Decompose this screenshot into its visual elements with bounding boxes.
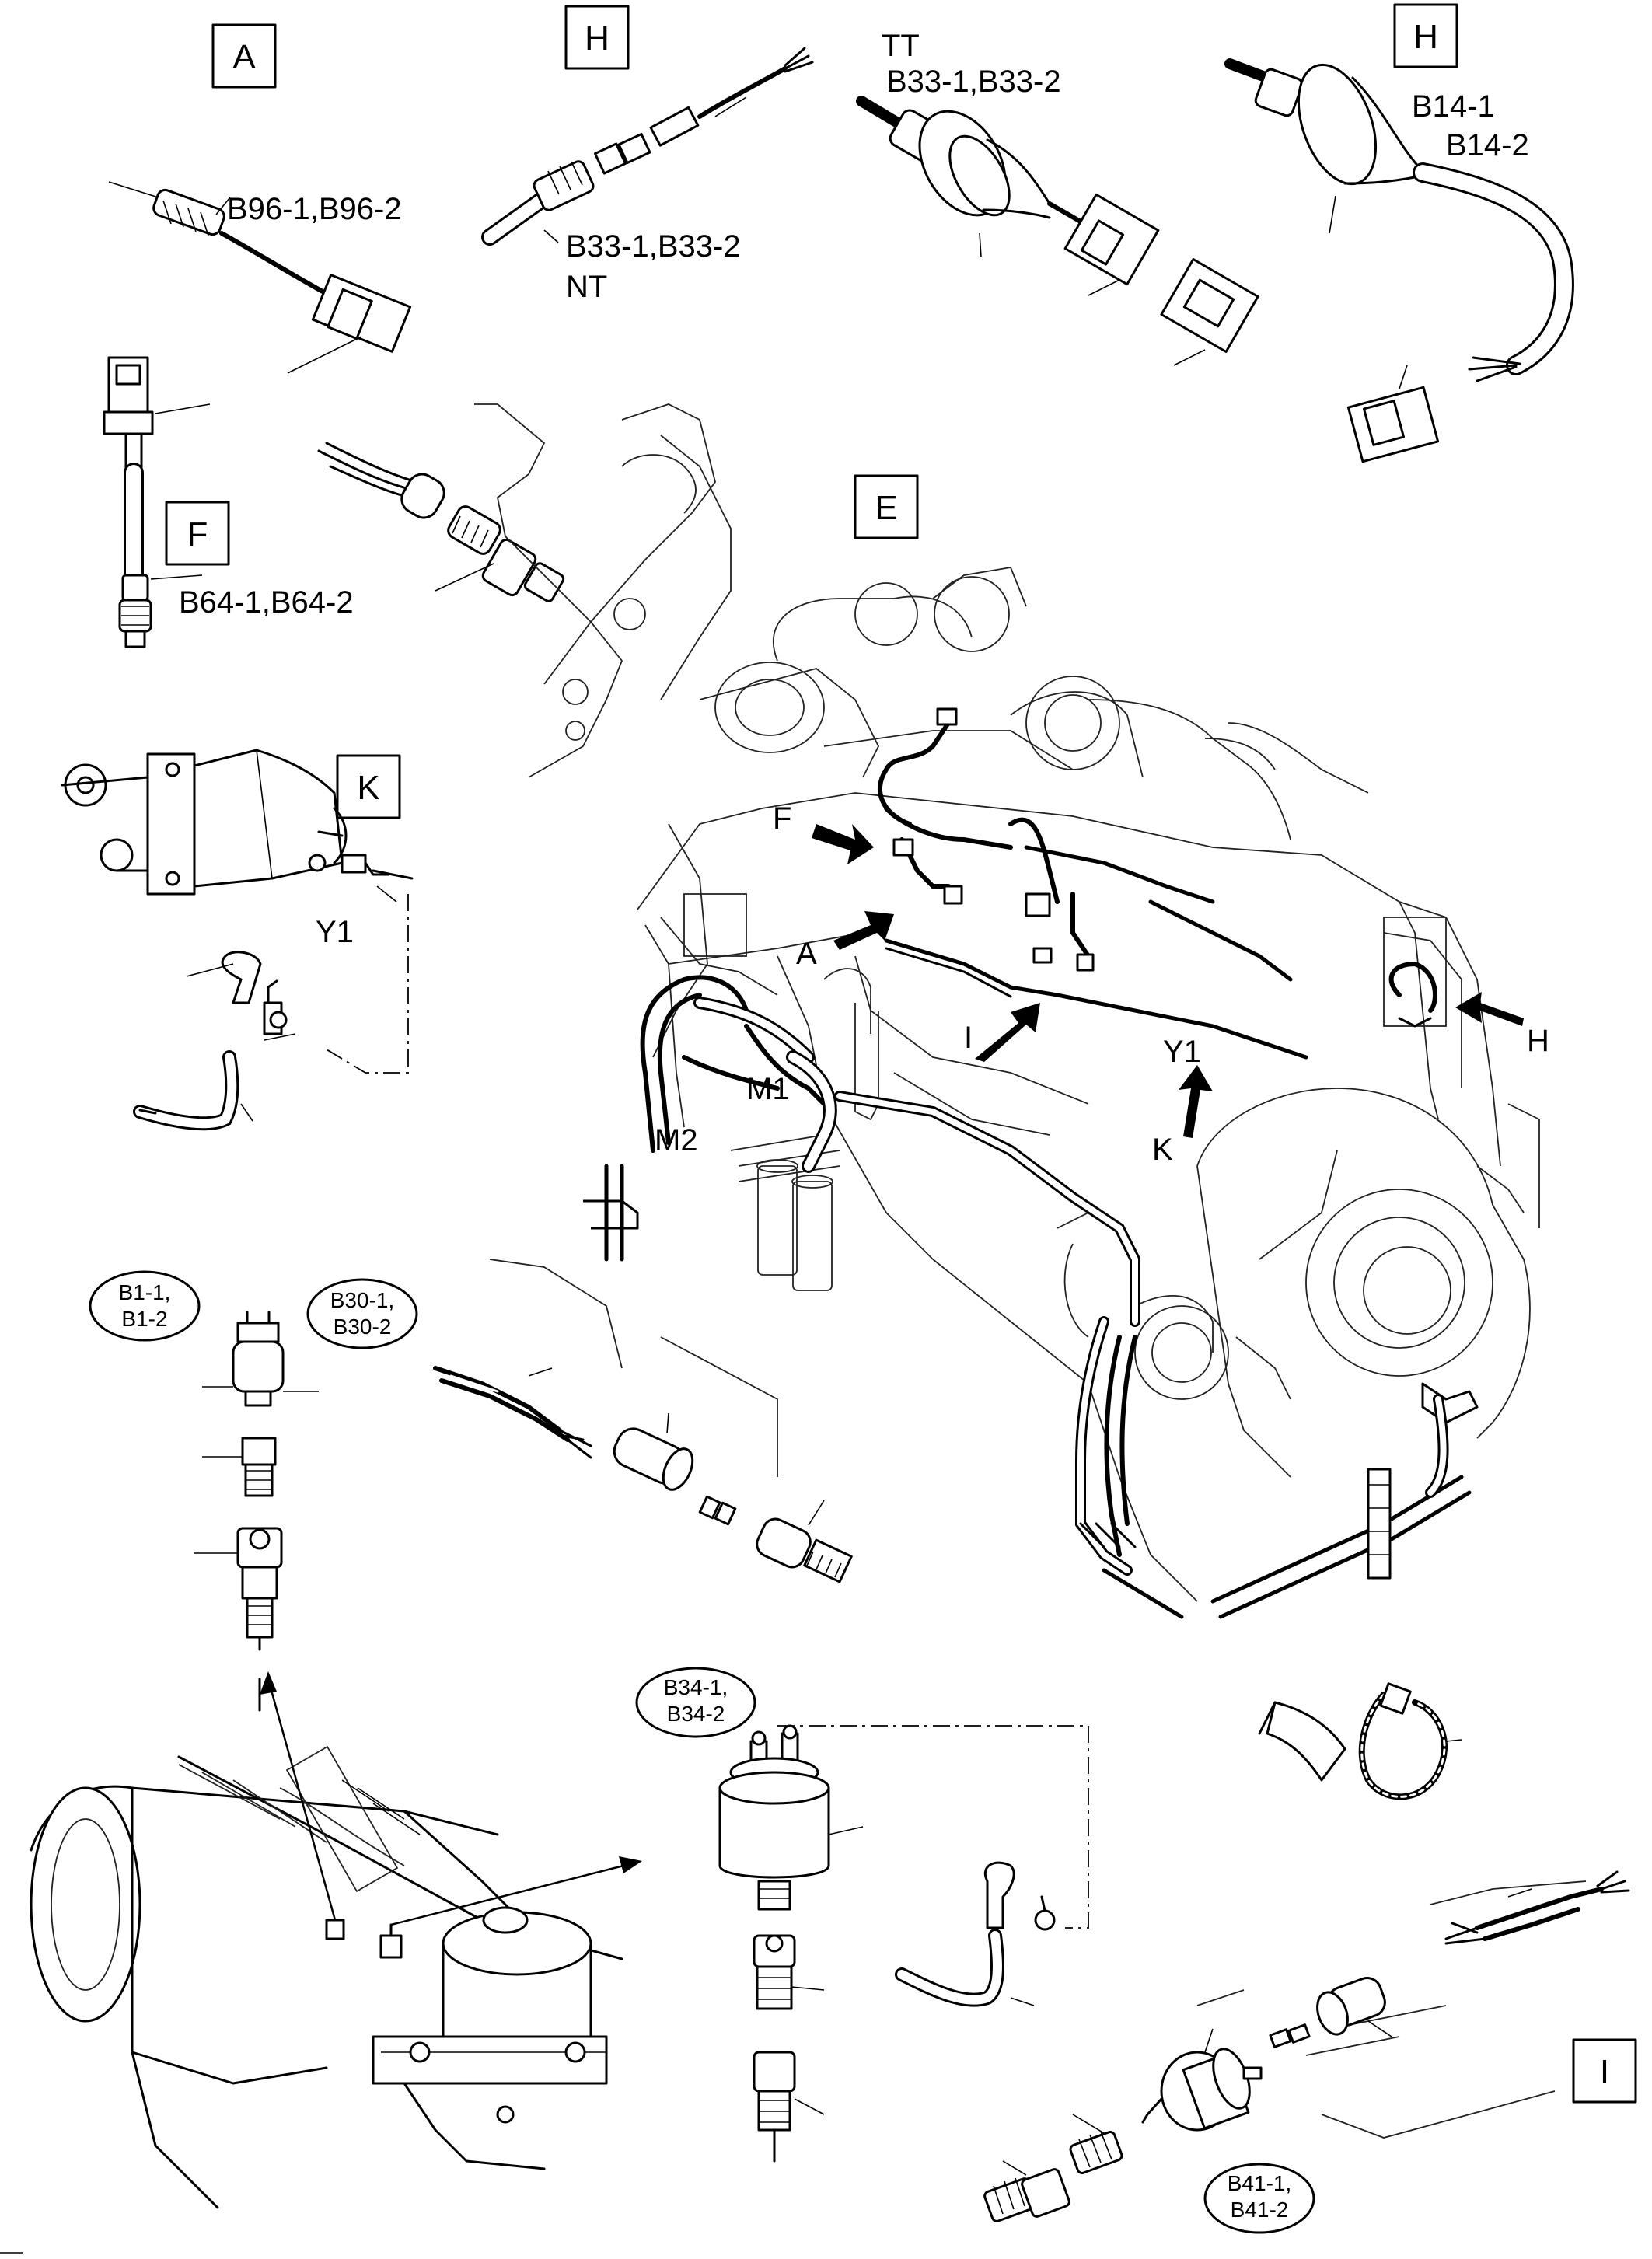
callout-arrows	[812, 824, 1524, 1138]
callout-f: F	[773, 801, 791, 836]
view-k-label: K	[357, 769, 379, 807]
view-h-right-label: H	[1413, 18, 1438, 56]
sensor-b64	[103, 356, 211, 648]
view-f-label: F	[187, 515, 208, 553]
callout-m2: M2	[655, 1123, 698, 1157]
label-b1-2: B1-2	[121, 1307, 167, 1331]
label-b33-tt: B33-1,B33-2	[886, 65, 1061, 99]
label-b1-1: B1-1,	[119, 1280, 171, 1304]
view-box-k: K	[336, 754, 401, 819]
label-b64: B64-1,B64-2	[179, 585, 354, 620]
label-b33-nt: B33-1,B33-2	[566, 229, 741, 264]
b64-fitting	[317, 442, 565, 602]
label-b34-2: B34-2	[667, 1702, 725, 1726]
label-b41-1: B41-1,	[1228, 2171, 1292, 2195]
label-b14-1: B14-1	[1412, 89, 1495, 124]
actuator-y1	[61, 749, 414, 1131]
callout-k: K	[1152, 1133, 1173, 1167]
view-box-f: F	[165, 501, 230, 566]
sensor-b1-b30-stack	[194, 1311, 319, 1712]
label-b14-2: B14-2	[1446, 128, 1529, 162]
frame-outline	[474, 403, 732, 778]
callout-y1: Y1	[1163, 1035, 1201, 1069]
bubble-b1: B1-1, B1-2	[89, 1270, 201, 1342]
view-box-i: I	[1572, 2038, 1637, 2104]
label-nt: NT	[566, 270, 607, 304]
bubble-b41: B41-1, B41-2	[1203, 2163, 1315, 2234]
engine-block-lower	[30, 1671, 642, 2209]
label-b30-1: B30-1,	[330, 1288, 395, 1312]
label-b96: B96-1,B96-2	[227, 192, 402, 226]
sensor-b34	[718, 1724, 1089, 2163]
engine-wiring-harness	[583, 707, 1479, 1619]
view-i-label: I	[1600, 2053, 1609, 2091]
view-e-label: E	[875, 489, 897, 527]
bubble-b30: B30-1, B30-2	[306, 1278, 418, 1349]
label-tt: TT	[882, 29, 920, 63]
cable-tie-detail	[1258, 1682, 1462, 1800]
callout-i: I	[964, 1021, 973, 1055]
callout-m1: M1	[746, 1072, 790, 1106]
callout-h: H	[1527, 1024, 1549, 1058]
view-box-h-left: H	[564, 5, 630, 70]
view-h-left-label: H	[585, 19, 609, 58]
bubble-b34: B34-1, B34-2	[635, 1667, 756, 1738]
label-b34-1: B34-1,	[664, 1675, 728, 1699]
sensor-b96	[108, 181, 412, 374]
view-box-a: A	[211, 23, 277, 89]
label-b30-2: B30-2	[334, 1315, 392, 1339]
label-b41-2: B41-2	[1231, 2198, 1289, 2222]
view-a-label: A	[232, 38, 256, 76]
sensor-b41	[983, 1870, 1630, 2222]
view-box-h-right: H	[1393, 3, 1458, 68]
label-y1-detail: Y1	[316, 915, 354, 949]
sensor-b33-tt	[856, 96, 1259, 366]
sensor-b33-nt	[481, 47, 814, 246]
sensor-b30-exploded	[433, 1259, 853, 1583]
sensor-b14	[1224, 58, 1574, 463]
view-box-e: E	[854, 474, 919, 539]
callout-a: A	[796, 937, 817, 971]
